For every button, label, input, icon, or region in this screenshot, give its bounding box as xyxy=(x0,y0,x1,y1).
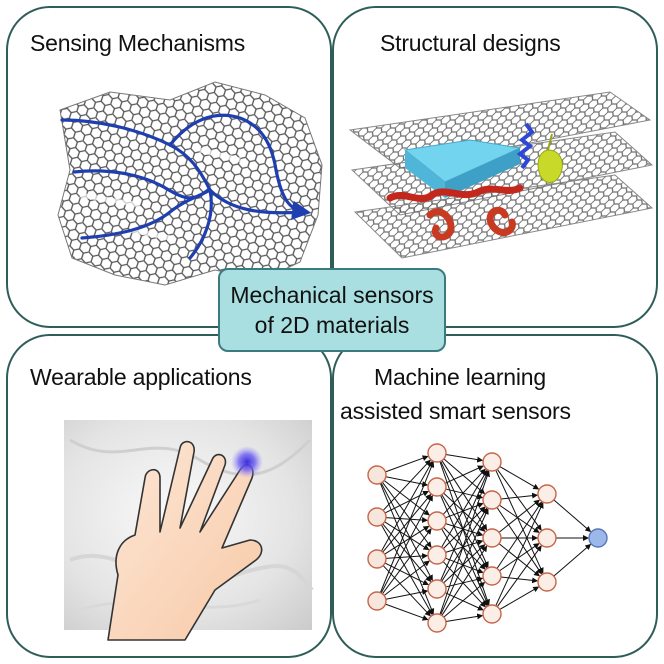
nn-edge xyxy=(384,562,429,585)
nn-edge xyxy=(443,527,486,570)
center-label-line1: Mechanical sensors xyxy=(230,282,434,308)
nn-edge xyxy=(443,458,486,495)
nn-edge xyxy=(380,524,433,616)
nn-edge xyxy=(445,539,484,553)
nn-edge xyxy=(383,480,430,516)
nn-edge xyxy=(442,561,486,608)
panel-title-machine-learning-line2: assisted smart sensors xyxy=(340,398,571,424)
nn-edge xyxy=(441,469,488,548)
nn-edge xyxy=(445,523,484,537)
nn-edge xyxy=(384,491,429,514)
nn-edge xyxy=(499,543,540,572)
nn-node xyxy=(427,511,447,531)
nn-node xyxy=(367,507,387,527)
nn-edge xyxy=(385,589,429,600)
nn-edge xyxy=(496,468,542,531)
nn-edge xyxy=(445,557,484,574)
nn-edge xyxy=(444,592,484,611)
nn-node xyxy=(427,613,447,633)
nn-edge xyxy=(445,453,484,463)
nn-edge xyxy=(496,501,542,569)
nn-node xyxy=(367,549,387,569)
nn-edge xyxy=(499,466,540,490)
nn-edge xyxy=(443,544,486,584)
nn-node xyxy=(482,528,502,548)
nn-edge xyxy=(439,461,490,606)
nn-edge xyxy=(495,502,544,607)
nn-edge xyxy=(381,528,432,595)
nn-node xyxy=(537,572,557,592)
nn-edge xyxy=(383,560,430,596)
nn-edge xyxy=(385,553,429,559)
neural-network-icon xyxy=(367,443,608,633)
nn-edge xyxy=(445,613,484,623)
nn-edge xyxy=(496,507,542,575)
hand-on-fabric-icon xyxy=(64,420,314,641)
nn-edge xyxy=(445,488,484,500)
nn-edge xyxy=(382,459,431,511)
nn-edge xyxy=(440,508,489,615)
nn-edge xyxy=(444,465,484,484)
nn-edge xyxy=(443,506,486,549)
center-label-box: Mechanical sensors of 2D materials xyxy=(218,268,446,352)
nn-node xyxy=(427,443,447,463)
layered-graphene-icon xyxy=(348,91,654,259)
panel-title-machine-learning-line1: Machine learning xyxy=(374,364,546,390)
nn-node xyxy=(537,528,557,548)
nn-node xyxy=(427,477,447,497)
nn-edge xyxy=(380,460,433,552)
nn-edge xyxy=(441,528,488,607)
nn-edge xyxy=(443,492,486,532)
nn-node xyxy=(482,490,502,510)
nn-edge xyxy=(500,492,539,500)
nn-node xyxy=(427,579,447,599)
nn-edge xyxy=(445,576,484,588)
nn-edge xyxy=(498,543,540,577)
nn-edge xyxy=(381,481,432,548)
nn-edge xyxy=(380,494,433,594)
panel-title-structural-designs: Structural designs xyxy=(380,30,561,56)
nn-edge xyxy=(443,581,486,618)
nn-edge xyxy=(379,483,435,615)
nn-edge xyxy=(496,545,542,608)
nn-edge xyxy=(382,523,432,583)
graphene-crack-network-icon xyxy=(57,81,323,286)
panel-title-wearable-applications: Wearable applications xyxy=(30,364,252,390)
nn-edge xyxy=(379,461,435,593)
nn-node xyxy=(482,604,502,624)
nn-edge xyxy=(495,469,544,574)
panel-title-sensing-mechanisms: Sensing Mechanisms xyxy=(30,30,246,56)
nn-edge xyxy=(553,499,592,533)
nn-edge xyxy=(382,493,432,553)
nn-edge xyxy=(439,470,490,615)
nn-edge xyxy=(553,543,592,577)
nn-edge xyxy=(441,507,488,582)
nn-edge xyxy=(499,504,540,533)
nn-output-node xyxy=(588,528,608,548)
nn-edge xyxy=(440,470,489,581)
nn-node xyxy=(427,545,447,565)
nn-node xyxy=(367,591,387,611)
nn-node xyxy=(367,465,387,485)
center-label-line2: of 2D materials xyxy=(254,312,410,338)
nn-node xyxy=(482,566,502,586)
nn-edge xyxy=(445,502,484,519)
nn-edge xyxy=(441,494,488,569)
nn-edge xyxy=(384,525,430,555)
nn-edge xyxy=(441,545,488,616)
nn-node xyxy=(482,452,502,472)
nn-edge xyxy=(384,521,430,551)
nn-edge xyxy=(442,468,486,515)
nn-edge xyxy=(441,460,488,531)
nn-edge xyxy=(499,586,540,610)
nn-edge xyxy=(500,576,539,584)
nn-edge xyxy=(385,455,429,473)
nn-edge xyxy=(385,476,429,488)
nn-edge xyxy=(385,603,429,621)
nn-edge xyxy=(498,499,540,533)
nn-node xyxy=(537,484,557,504)
